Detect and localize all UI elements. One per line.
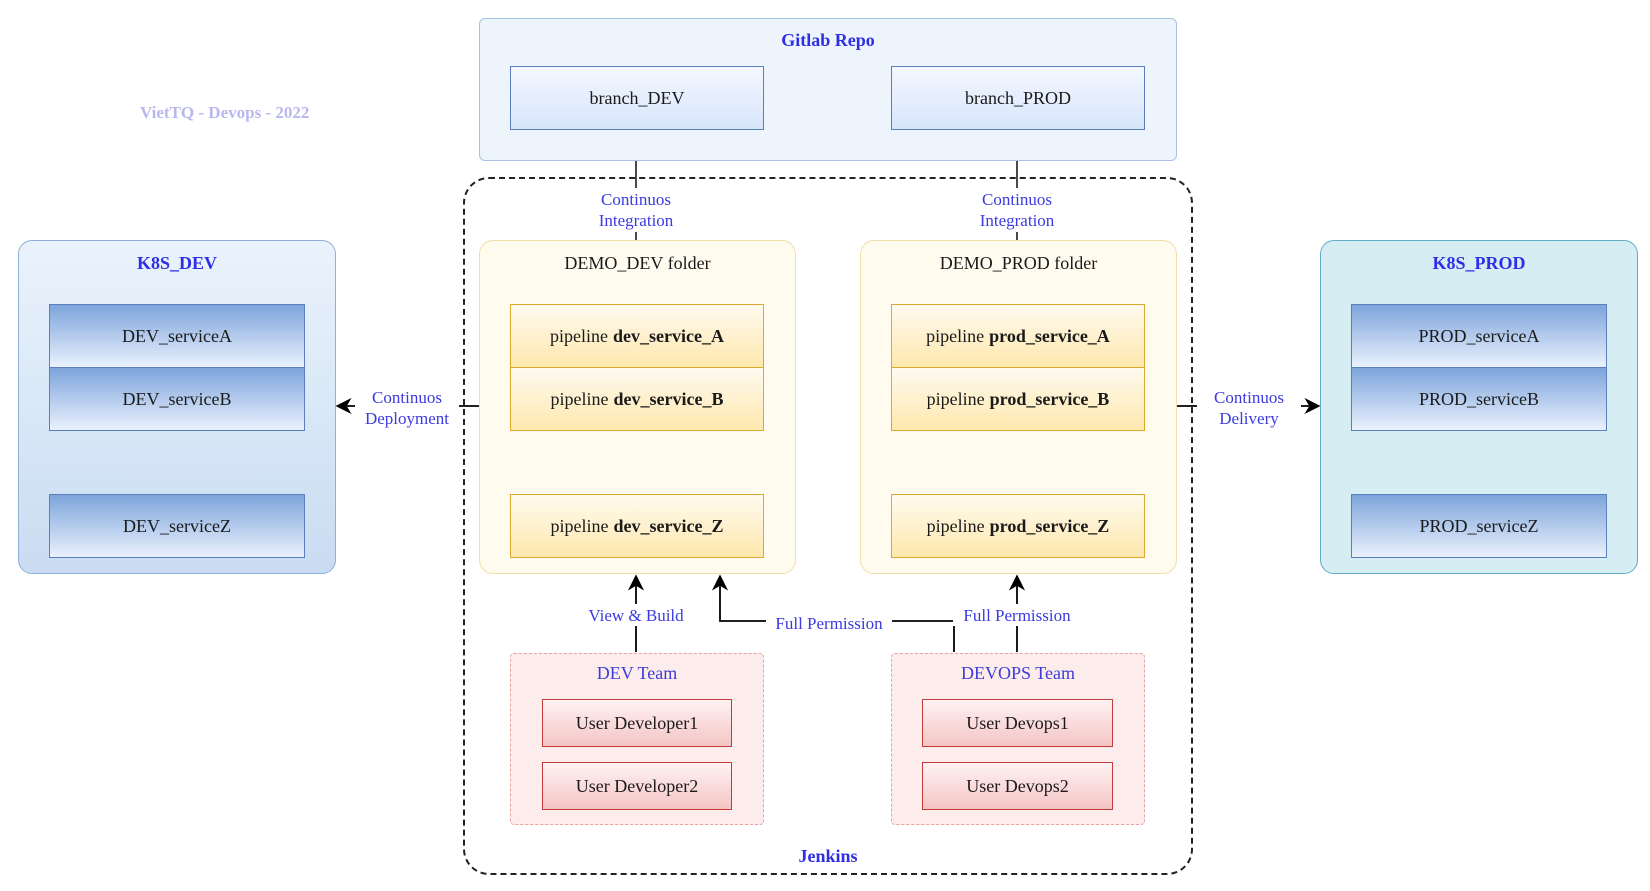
full-permission-prod-label: Full Permission [953,604,1081,626]
pipeline-name: dev_service_Z [613,515,724,536]
pipeline-dev-service-z[interactable]: pipeline dev_service_Z [510,494,764,558]
cd-prod-label-line2: Delivery [1219,409,1279,428]
ci-dev-label-line2: Integration [598,211,674,230]
cd-prod-label: Continuos Delivery [1197,386,1301,430]
k8s-dev-service-b[interactable]: DEV_serviceB [49,367,305,431]
user-devops1[interactable]: User Devops1 [922,699,1113,747]
k8s-dev-service-a[interactable]: DEV_serviceA [49,304,305,368]
pipeline-prod-service-z[interactable]: pipeline prod_service_Z [891,494,1145,558]
pipeline-prod-service-b[interactable]: pipeline prod_service_B [891,367,1145,431]
jenkins-title: Jenkins [798,845,858,866]
pipeline-prefix: pipeline [550,515,609,536]
ci-prod-label-line2: Integration [979,211,1055,230]
k8s-dev-service-z[interactable]: DEV_serviceZ [49,494,305,558]
pipeline-prefix: pipeline [550,388,609,409]
pipeline-name: dev_service_A [613,325,724,346]
pipeline-name: prod_service_B [989,388,1110,409]
jenkins-container: Jenkins [463,177,1193,875]
cd-dev-label: Continuos Deployment [355,386,459,430]
k8s-prod-service-a[interactable]: PROD_serviceA [1351,304,1607,368]
pipeline-prefix: pipeline [926,515,985,536]
ci-dev-label-line1: Continuos [601,190,671,209]
k8s-dev-title: K8S_DEV [136,252,217,273]
ci-prod-label: Continuos Integration [965,188,1069,232]
cd-dev-label-line2: Deployment [364,409,450,428]
full-permission-dev-label: Full Permission [766,612,892,634]
pipeline-name: prod_service_Z [989,515,1110,536]
ci-prod-label-line1: Continuos [982,190,1052,209]
pipeline-prefix: pipeline [926,388,985,409]
pipeline-dev-service-b[interactable]: pipeline dev_service_B [510,367,764,431]
branch-prod-box[interactable]: branch_PROD [891,66,1145,130]
demo-prod-folder-title: DEMO_PROD folder [939,252,1098,273]
user-developer1[interactable]: User Developer1 [542,699,732,747]
pipeline-name: prod_service_A [989,325,1110,346]
k8s-prod-service-b[interactable]: PROD_serviceB [1351,367,1607,431]
watermark-text: VietTQ - Devops - 2022 [140,103,310,122]
k8s-prod-title: K8S_PROD [1432,252,1526,273]
demo-dev-folder-title: DEMO_DEV folder [564,252,711,273]
devops-team-title: DEVOPS Team [961,662,1075,683]
pipeline-dev-service-a[interactable]: pipeline dev_service_A [510,304,764,368]
dev-team-title: DEV Team [596,662,678,683]
pipeline-prod-service-a[interactable]: pipeline prod_service_A [891,304,1145,368]
cd-dev-label-line1: Continuos [372,388,442,407]
branch-dev-box[interactable]: branch_DEV [510,66,764,130]
pipeline-name: dev_service_B [613,388,724,409]
k8s-prod-service-z[interactable]: PROD_serviceZ [1351,494,1607,558]
gitlab-title: Gitlab Repo [781,29,875,50]
cd-prod-label-line1: Continuos [1214,388,1284,407]
user-developer2[interactable]: User Developer2 [542,762,732,810]
pipeline-prefix: pipeline [550,325,608,346]
view-build-label: View & Build [580,604,692,626]
pipeline-prefix: pipeline [926,325,985,346]
ci-dev-label: Continuos Integration [584,188,688,232]
user-devops2[interactable]: User Devops2 [922,762,1113,810]
